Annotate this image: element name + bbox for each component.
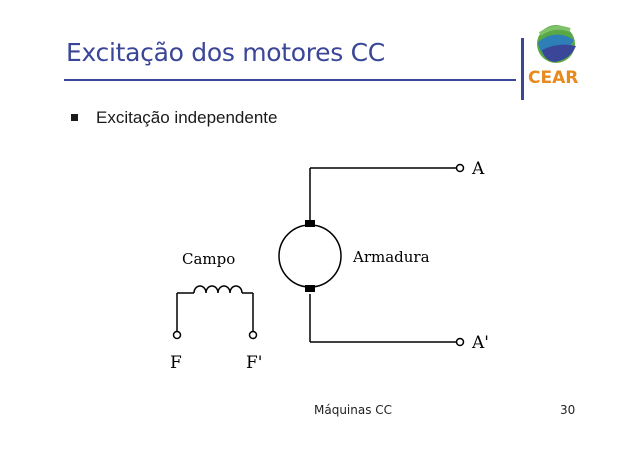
terminal-f-node xyxy=(172,330,182,340)
cear-logo: CEAR xyxy=(528,25,578,88)
bullet-marker xyxy=(71,114,78,121)
terminal-f-prime-node xyxy=(248,330,258,340)
page-number: 30 xyxy=(560,403,576,417)
terminal-a-prime-label: A' xyxy=(471,333,489,353)
logo-divider xyxy=(521,38,524,100)
terminal-a-label: A xyxy=(471,159,485,179)
title-underline xyxy=(64,79,516,81)
terminal-f-label: F xyxy=(170,353,182,373)
terminal-f-prime-label: F' xyxy=(246,353,262,373)
circuit-diagram: Campo Armadura A A' F F' xyxy=(170,159,489,373)
armature-circle xyxy=(278,224,342,288)
armature-label: Armadura xyxy=(352,248,430,266)
terminal-a-node xyxy=(455,163,465,173)
logo-text: CEAR xyxy=(528,68,578,88)
brush-top xyxy=(305,220,315,227)
field-coil xyxy=(193,285,243,294)
field-label: Campo xyxy=(182,250,235,268)
brush-bottom xyxy=(305,285,315,292)
bullet-text: Excitação independente xyxy=(96,108,278,127)
slide-title: Excitação dos motores CC xyxy=(66,38,385,67)
terminal-a-prime-node xyxy=(455,337,465,347)
footer-text: Máquinas CC xyxy=(314,403,393,417)
